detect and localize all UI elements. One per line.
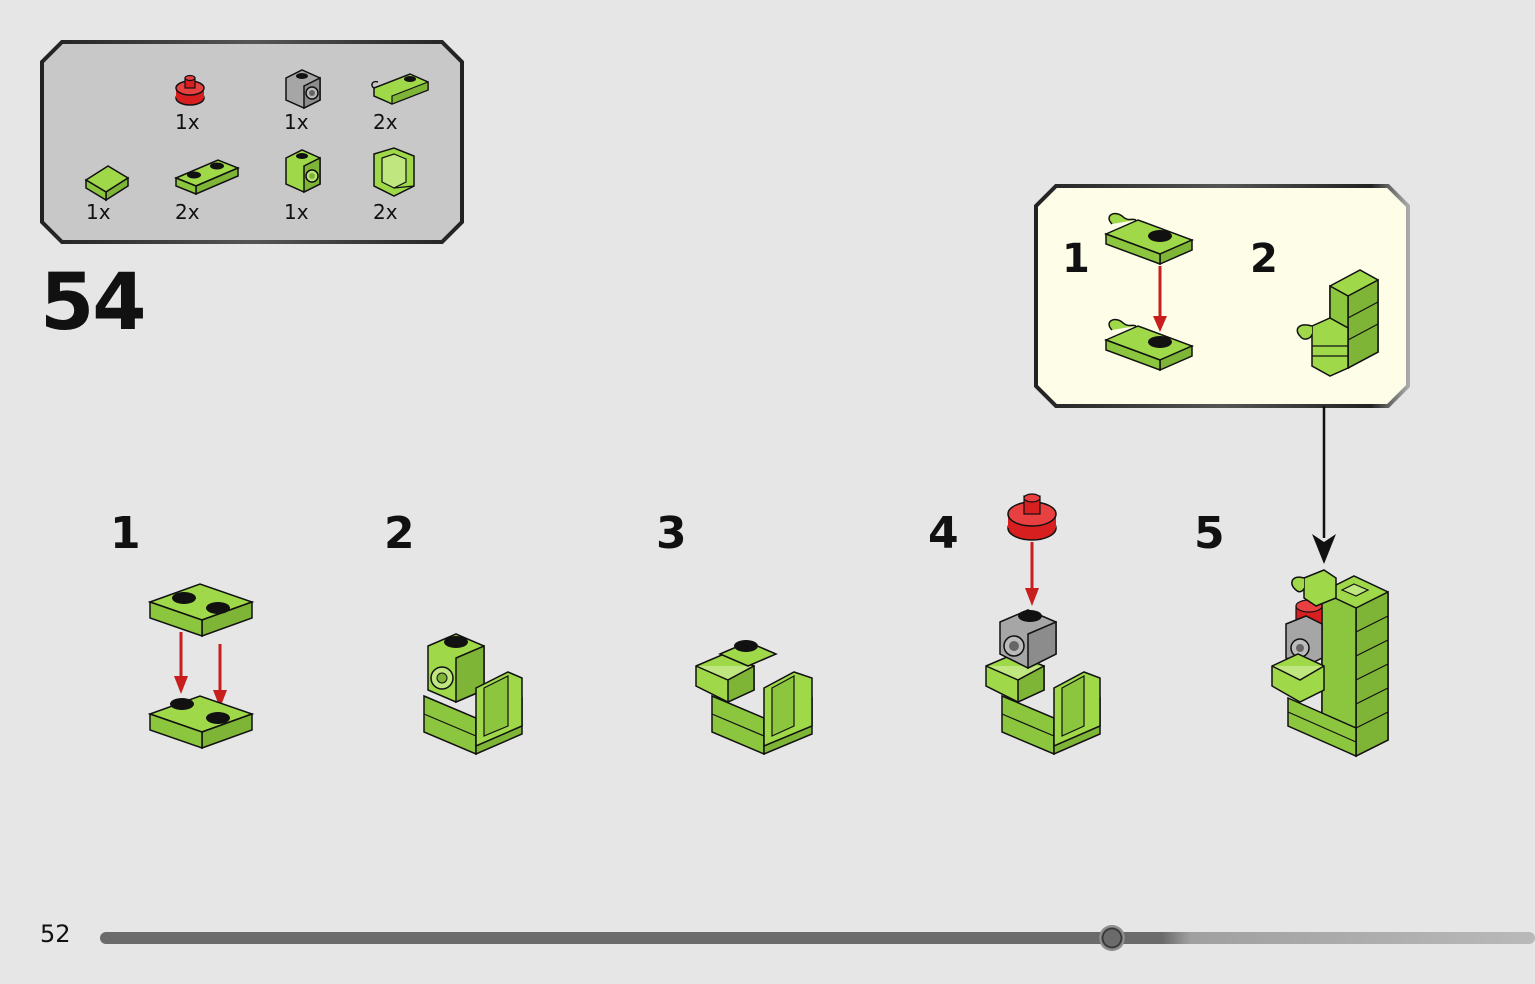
progress-bar-handle[interactable] xyxy=(1098,925,1125,951)
substep-2-build xyxy=(423,633,523,756)
part-qty: 2x xyxy=(175,200,200,224)
part-gray-bracket xyxy=(280,66,350,146)
callout-connector-arrow xyxy=(1312,406,1336,564)
substep-4-build xyxy=(985,493,1101,756)
part-qty: 1x xyxy=(284,200,309,224)
callout-step-2: 2 xyxy=(1250,236,1278,282)
step-number: 54 xyxy=(40,258,147,348)
page-number: 52 xyxy=(40,920,71,948)
substep-3-number: 3 xyxy=(656,508,687,559)
substep-3-build xyxy=(695,640,813,756)
part-green-plate-1x2 xyxy=(172,154,242,234)
substep-4-number: 4 xyxy=(928,508,959,559)
progress-bar xyxy=(100,932,1535,944)
red-round-plate-icon xyxy=(175,74,205,106)
part-qty: 2x xyxy=(373,110,398,134)
green-bracket-brick-icon xyxy=(285,149,321,194)
substep-2-number: 2 xyxy=(384,508,415,559)
part-green-corner-panel xyxy=(368,144,438,224)
gray-bracket-brick-icon xyxy=(285,69,321,110)
green-corner-panel-icon xyxy=(373,147,415,197)
substep-5-number: 5 xyxy=(1194,508,1225,559)
substep-1-build xyxy=(148,583,255,750)
callout-step-1-build xyxy=(1103,212,1195,372)
part-red-round-plate xyxy=(168,70,238,150)
part-qty: 1x xyxy=(175,110,200,134)
part-qty: 1x xyxy=(284,110,309,134)
green-clip-plate-icon xyxy=(371,73,429,105)
parts-panel-frame xyxy=(40,40,464,244)
green-slope-icon xyxy=(84,165,130,202)
green-plate-1x2-icon xyxy=(174,159,240,196)
part-qty: 2x xyxy=(373,200,398,224)
sub-assembly-callout: 1 2 xyxy=(1034,184,1410,410)
callout-step-1: 1 xyxy=(1062,236,1090,282)
part-green-bracket xyxy=(280,146,350,226)
substep-1-number: 1 xyxy=(110,508,141,559)
parts-list-panel: 1x 1x 2x 1x xyxy=(40,40,464,244)
substep-5-build xyxy=(1271,569,1389,758)
part-qty: 1x xyxy=(86,200,111,224)
part-green-slope xyxy=(82,158,152,238)
callout-step-2-build xyxy=(1296,269,1379,377)
part-green-clip-plate xyxy=(370,68,440,148)
